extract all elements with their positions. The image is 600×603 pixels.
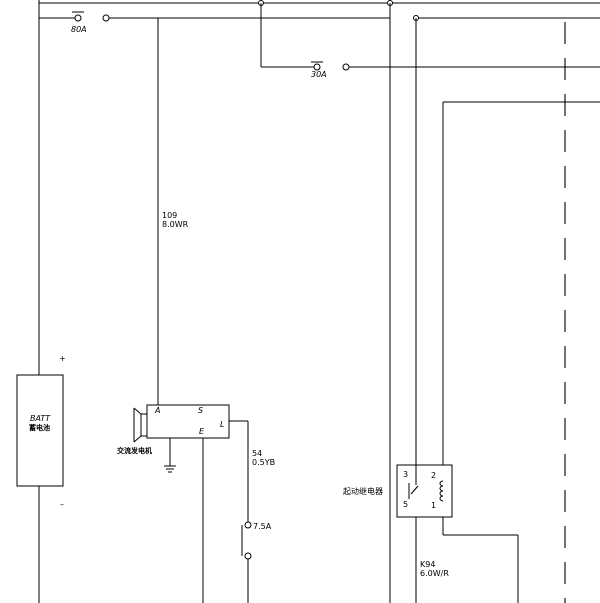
- relay-pin-1: 1: [431, 501, 436, 510]
- wire-54-spec: 0.5YB: [252, 458, 275, 467]
- wire-k94-spec: 6.0W/R: [420, 569, 449, 578]
- alternator[interactable]: A S E L 交流发电机: [117, 404, 230, 473]
- branch-30a: [260, 3, 600, 68]
- fuse-30a[interactable]: 30A: [311, 61, 350, 79]
- alternator-pin-s: S: [198, 406, 203, 415]
- alternator-pin-e: E: [199, 427, 205, 436]
- alternator-pin-a: A: [154, 406, 160, 415]
- wire-109-id: 109: [162, 211, 177, 220]
- fuse-30a-label: 30A: [311, 70, 327, 79]
- battery-minus-sign: –: [60, 500, 64, 509]
- wire-54-id: 54: [252, 449, 262, 458]
- start-relay-caption: 起动继电器: [343, 486, 383, 496]
- battery[interactable]: BATT 蓄电池 + –: [16, 18, 66, 603]
- wire-54[interactable]: 54 0.5YB: [229, 420, 275, 522]
- fuse-7-5a-label: 7.5A: [253, 522, 272, 531]
- battery-plus-sign: +: [59, 354, 66, 363]
- top-bus: [38, 0, 600, 19]
- relay-pin-2: 2: [431, 471, 436, 480]
- start-relay[interactable]: 起动继电器 3 5 2 1: [343, 464, 453, 518]
- battery-sublabel: 蓄电池: [29, 423, 50, 432]
- alternator-caption: 交流发电机: [117, 446, 152, 455]
- fuse-80a-label: 80A: [71, 25, 87, 34]
- wire-k94[interactable]: K94 6.0W/R: [420, 560, 449, 578]
- right-feed-wire: [442, 101, 600, 478]
- wire-k94-id: K94: [420, 560, 435, 569]
- relay-output-wires: [415, 517, 519, 603]
- wire-109-spec: 8.0WR: [162, 220, 189, 229]
- relay-pin-5: 5: [403, 500, 408, 509]
- relay-pin-3: 3: [403, 470, 408, 479]
- alternator-pin-l: L: [220, 420, 224, 429]
- wire-109[interactable]: 109 8.0WR: [157, 18, 189, 405]
- fuse-80a[interactable]: 80A: [71, 11, 110, 34]
- fuse-7-5a[interactable]: 7.5A: [241, 521, 272, 603]
- battery-label: BATT: [30, 414, 51, 423]
